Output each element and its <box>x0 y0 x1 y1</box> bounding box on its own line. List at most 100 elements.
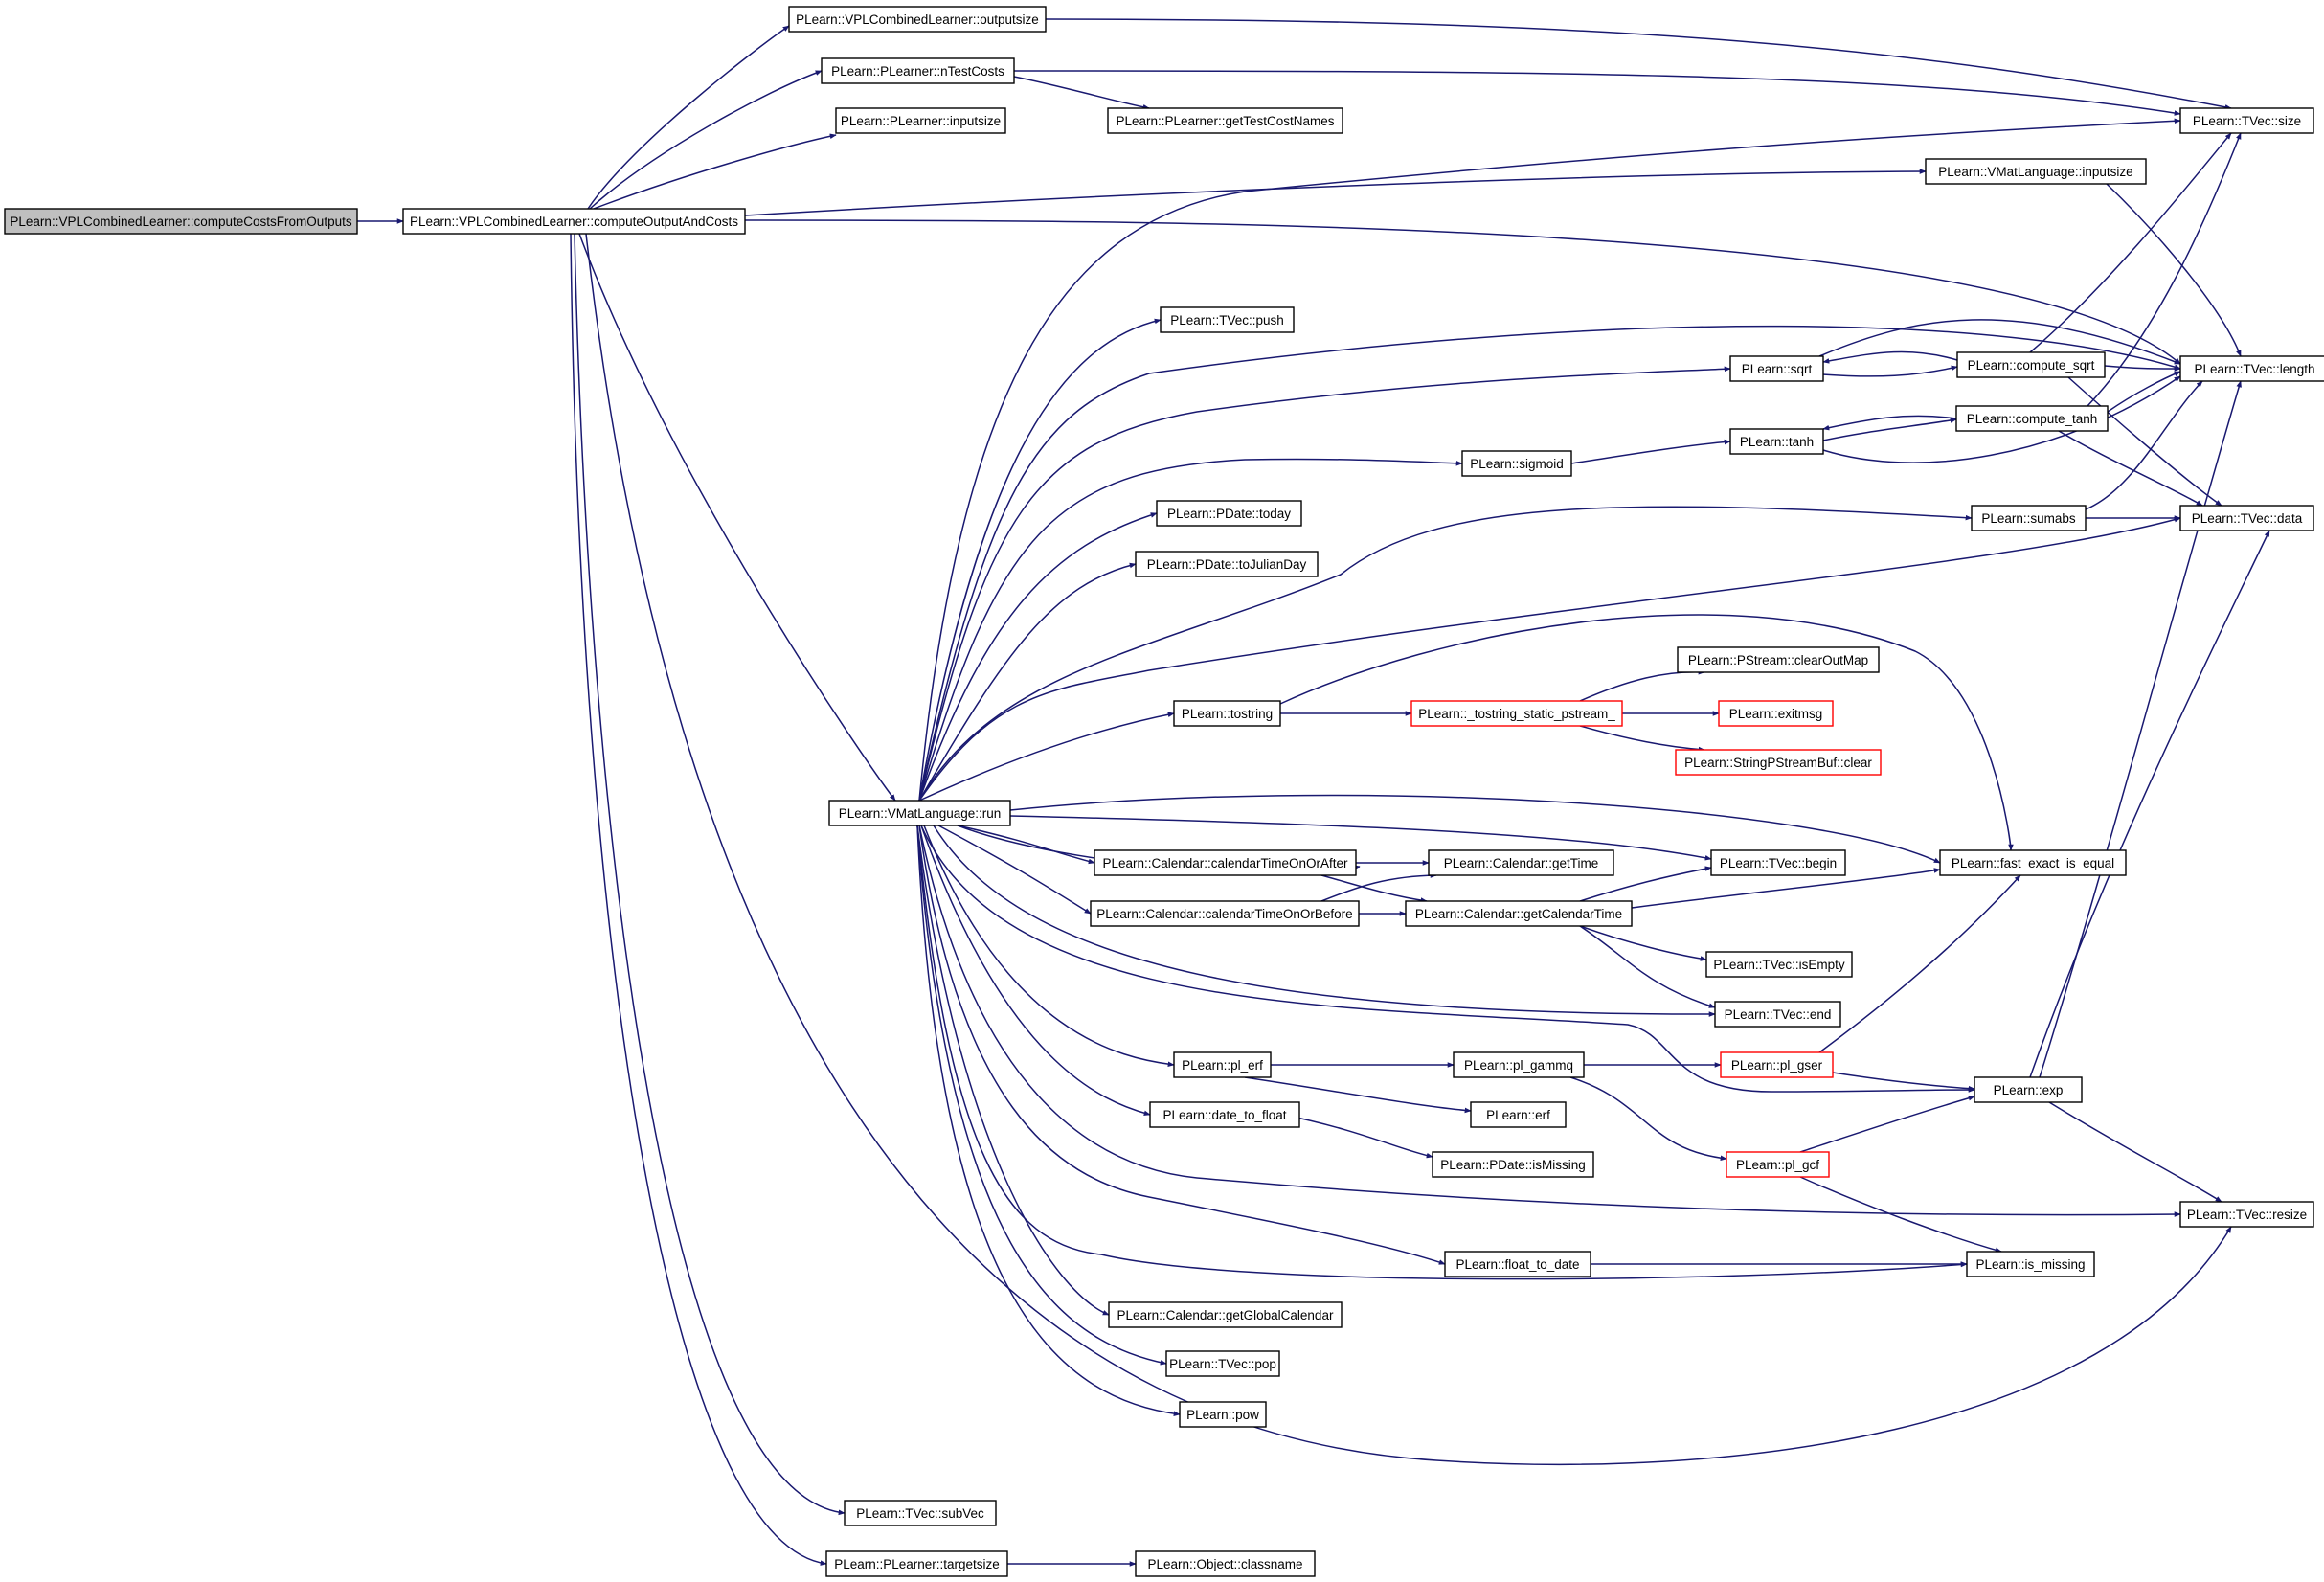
node-ntest[interactable]: PLearn::PLearner::nTestCosts <box>821 57 1015 84</box>
node-d2f[interactable]: PLearn::date_to_float <box>1149 1101 1300 1128</box>
node-gser[interactable]: PLearn::pl_gser <box>1720 1051 1834 1078</box>
edge-coac-to-ntest <box>589 70 823 210</box>
edge-run-to-today <box>918 512 1158 802</box>
node-spbc[interactable]: PLearn::StringPStreamBuf::clear <box>1675 749 1882 776</box>
node-pow[interactable]: PLearn::pow <box>1179 1401 1267 1428</box>
edge-sumabs-to-tlen <box>2085 380 2203 510</box>
edge-tanh-to-ctanh <box>1822 418 1957 441</box>
edge-csqrt-to-tsize <box>2029 132 2232 353</box>
node-tdata[interactable]: PLearn::TVec::data <box>2179 505 2314 531</box>
edge-run-to-julian <box>918 562 1137 802</box>
node-isempty[interactable]: PLearn::TVec::isEmpty <box>1705 951 1853 978</box>
node-gtime[interactable]: PLearn::Calendar::getTime <box>1428 849 1614 876</box>
node-tgsz[interactable]: PLearn::PLearner::targetsize <box>825 1550 1008 1577</box>
edge-run-to-sqrt <box>918 366 1731 802</box>
node-label: PLearn::PStream::clearOutMap <box>1688 653 1868 667</box>
node-box <box>1971 505 2087 531</box>
node-tanh[interactable]: PLearn::tanh <box>1729 428 1824 455</box>
node-csqrt[interactable]: PLearn::compute_sqrt <box>1956 351 2106 378</box>
edge-gcf-to-exp <box>1799 1096 1975 1153</box>
node-gcal[interactable]: PLearn::Calendar::getGlobalCalendar <box>1108 1301 1343 1328</box>
node-label: PLearn::TVec::push <box>1170 313 1284 328</box>
node-resize[interactable]: PLearn::TVec::resize <box>2179 1201 2314 1228</box>
node-feq[interactable]: PLearn::fast_exact_is_equal <box>1939 849 2127 876</box>
node-label: PLearn::Calendar::getTime <box>1444 856 1599 870</box>
node-root[interactable]: PLearn::VPLCombinedLearner::computeCosts… <box>4 208 358 235</box>
node-label: PLearn::StringPStreamBuf::clear <box>1684 756 1872 770</box>
node-run[interactable]: PLearn::VMatLanguage::run <box>828 800 1011 826</box>
edge-gctime-to-tbegin <box>1579 866 1712 902</box>
edge-ctooa-to-gctime <box>1320 874 1428 903</box>
node-ctoob[interactable]: PLearn::Calendar::calendarTimeOnOrBefore <box>1090 900 1360 927</box>
node-f2d[interactable]: PLearn::float_to_date <box>1444 1251 1591 1277</box>
node-box <box>844 1500 997 1526</box>
node-box <box>1405 900 1633 927</box>
node-vmlin[interactable]: PLearn::VMatLanguage::inputsize <box>1925 158 2147 185</box>
node-box <box>821 57 1015 84</box>
node-label: PLearn::pow <box>1186 1408 1259 1422</box>
node-outsz[interactable]: PLearn::VPLCombinedLearner::outputsize <box>788 6 1047 33</box>
edge-ctanh-to-tdata <box>2058 430 2203 507</box>
node-gtcn[interactable]: PLearn::PLearner::getTestCostNames <box>1107 107 1343 134</box>
node-tlen[interactable]: PLearn::TVec::length <box>2179 355 2324 382</box>
node-ismiss[interactable]: PLearn::is_missing <box>1966 1251 2095 1277</box>
node-julian[interactable]: PLearn::PDate::toJulianDay <box>1135 551 1319 577</box>
edge-csqrt-to-tlen <box>2104 365 2181 372</box>
node-label: PLearn::TVec::subVec <box>856 1506 984 1521</box>
node-sigm[interactable]: PLearn::sigmoid <box>1461 450 1572 477</box>
node-tsps[interactable]: PLearn::_tostring_static_pstream_ <box>1410 700 1623 727</box>
node-exitm[interactable]: PLearn::exitmsg <box>1718 700 1834 727</box>
edge-coac-to-tgsz <box>570 233 827 1566</box>
node-pop[interactable]: PLearn::TVec::pop <box>1165 1350 1280 1377</box>
node-sqrt[interactable]: PLearn::sqrt <box>1729 355 1824 382</box>
node-ctanh[interactable]: PLearn::compute_tanh <box>1955 405 2109 432</box>
edge-ntest-to-gtcn <box>1013 76 1150 110</box>
node-label: PLearn::PDate::today <box>1167 507 1291 521</box>
node-label: PLearn::compute_tanh <box>1967 412 2098 426</box>
node-label: PLearn::TVec::end <box>1725 1007 1832 1022</box>
node-push[interactable]: PLearn::TVec::push <box>1160 306 1295 333</box>
edge-coac-to-run <box>578 233 896 802</box>
node-label: PLearn::Calendar::calendarTimeOnOrAfter <box>1102 856 1348 870</box>
node-label: PLearn::sumabs <box>1981 511 2076 526</box>
edge-exp-to-tdata <box>2029 530 2270 1078</box>
node-exp[interactable]: PLearn::exp <box>1974 1076 2083 1103</box>
nodes: PLearn::VPLCombinedLearner::computeCosts… <box>4 6 2324 1577</box>
edge-run-to-ctooa <box>957 825 1095 865</box>
node-box <box>1714 1001 1841 1028</box>
node-label: PLearn::PLearner::inputsize <box>841 114 1001 128</box>
node-label: PLearn::date_to_float <box>1162 1108 1286 1122</box>
node-label: PLearn::TVec::resize <box>2187 1208 2307 1222</box>
node-sumabs[interactable]: PLearn::sumabs <box>1971 505 2087 531</box>
node-inpsz[interactable]: PLearn::PLearner::inputsize <box>835 107 1006 134</box>
node-coac[interactable]: PLearn::VPLCombinedLearner::computeOutpu… <box>402 208 746 235</box>
node-gammq[interactable]: PLearn::pl_gammq <box>1453 1051 1585 1078</box>
node-clsn[interactable]: PLearn::Object::classname <box>1135 1550 1316 1577</box>
node-box <box>1179 1401 1267 1428</box>
node-tend[interactable]: PLearn::TVec::end <box>1714 1001 1841 1028</box>
node-label: PLearn::_tostring_static_pstream_ <box>1418 707 1615 721</box>
node-plerf[interactable]: PLearn::pl_erf <box>1173 1051 1272 1078</box>
node-box <box>1135 1550 1316 1577</box>
node-label: PLearn::VMatLanguage::inputsize <box>1938 165 2132 179</box>
node-ismissd[interactable]: PLearn::PDate::isMissing <box>1432 1151 1594 1178</box>
node-today[interactable]: PLearn::PDate::today <box>1156 500 1302 527</box>
node-subvec[interactable]: PLearn::TVec::subVec <box>844 1500 997 1526</box>
edge-gser-to-exp <box>1832 1072 1975 1092</box>
edge-ctanh-to-tsize <box>2087 132 2242 407</box>
edge-gcf-to-ismiss <box>1799 1176 2002 1253</box>
node-box <box>1955 405 2109 432</box>
node-tostr[interactable]: PLearn::tostring <box>1173 700 1281 727</box>
node-label: PLearn::erf <box>1486 1108 1550 1122</box>
node-ctooa[interactable]: PLearn::Calendar::calendarTimeOnOrAfter <box>1094 849 1357 876</box>
node-box <box>4 208 358 235</box>
edge-exp-to-resize <box>2048 1101 2222 1203</box>
node-box <box>1718 700 1834 727</box>
node-pscom[interactable]: PLearn::PStream::clearOutMap <box>1677 646 1880 673</box>
node-gctime[interactable]: PLearn::Calendar::getCalendarTime <box>1405 900 1633 927</box>
node-tbegin[interactable]: PLearn::TVec::begin <box>1710 849 1846 876</box>
node-box <box>2179 1201 2314 1228</box>
node-tsize[interactable]: PLearn::TVec::size <box>2179 107 2314 134</box>
node-gcf[interactable]: PLearn::pl_gcf <box>1726 1151 1830 1178</box>
node-erf[interactable]: PLearn::erf <box>1470 1101 1567 1128</box>
